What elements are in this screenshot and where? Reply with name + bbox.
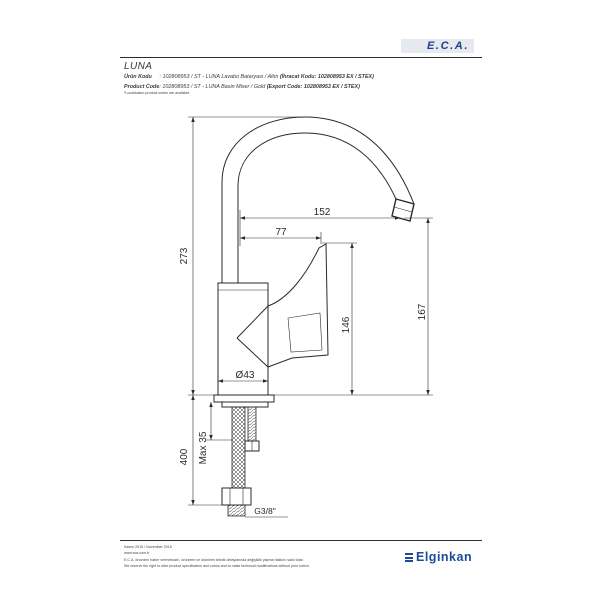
elginkan-brand-text: Elginkan — [416, 550, 473, 564]
dim-label-400: 400 — [179, 448, 190, 465]
threaded-fixing-rod — [247, 406, 257, 442]
handle-cone — [236, 305, 269, 368]
hose-nut-faces — [229, 488, 244, 505]
dim-label-273: 273 — [179, 247, 190, 264]
faucet — [213, 116, 415, 517]
product-name: LUNA — [124, 61, 153, 72]
dim-label-thread: G3/8" — [254, 506, 275, 516]
footer-disclaimer-tr: E.C.A. önceden haber vermeksizin, ürünle… — [124, 558, 304, 562]
nozzle-aerator-line — [393, 206, 413, 213]
hose-nut — [221, 487, 252, 506]
handle-lever — [267, 243, 329, 368]
spout-outer-edge — [221, 116, 415, 283]
product-code-en-value: : 102808953 / ST - LUNA Basin Mixer / Go… — [159, 83, 266, 90]
footer-date: Kasım 2015 / November 2015 — [124, 545, 172, 549]
export-code-en: (Export Code: 102808953 EX / STEX) — [266, 83, 360, 90]
spout-inner-edge — [237, 132, 397, 283]
localisation-note: *Localisation product codes are availabl… — [124, 91, 191, 95]
dim-label-diameter: Ø43 — [236, 370, 255, 381]
footer-disclaimer-en: We reserve the right to alter product sp… — [124, 564, 310, 568]
mounting-washer — [221, 401, 269, 408]
export-code-tr: (İhracat Kodu: 102808953 EX / STEX) — [279, 74, 374, 80]
dim-label-152: 152 — [314, 207, 331, 218]
dim-label-77: 77 — [275, 227, 287, 238]
eca-logo: E.C.A. — [401, 39, 474, 53]
product-code-en-line: Product Code: 102808953 / ST - LUNA Basi… — [124, 84, 360, 90]
elginkan-bars-icon — [405, 553, 413, 562]
supply-hose — [231, 406, 246, 489]
product-code-en-label: Product Code — [124, 83, 160, 90]
dim-label-167: 167 — [417, 303, 428, 320]
handle-inner-contour — [287, 312, 323, 353]
footer-divider — [120, 540, 482, 541]
footer-website: www.eca.com.tr — [124, 551, 150, 555]
dim-label-max35: Max 35 — [198, 431, 209, 464]
dimensions: 273 400 Max 35 152 77 146 167 Ø43 G3/8" — [179, 116, 433, 518]
hose-thread — [227, 504, 246, 517]
header-divider — [120, 57, 482, 58]
dim-label-146: 146 — [341, 316, 352, 333]
eca-logo-text: E.C.A. — [427, 40, 469, 52]
product-code-tr-label: Ürün Kodu — [124, 74, 152, 80]
spout-nozzle — [391, 198, 415, 222]
product-code-tr-value: : 102808953 / ST - LUNA Lavabo Bataryası… — [159, 74, 279, 80]
product-code-tr-line: Ürün Kodu : 102808953 / ST - LUNA Lavabo … — [124, 74, 374, 80]
base-plate — [213, 394, 275, 403]
